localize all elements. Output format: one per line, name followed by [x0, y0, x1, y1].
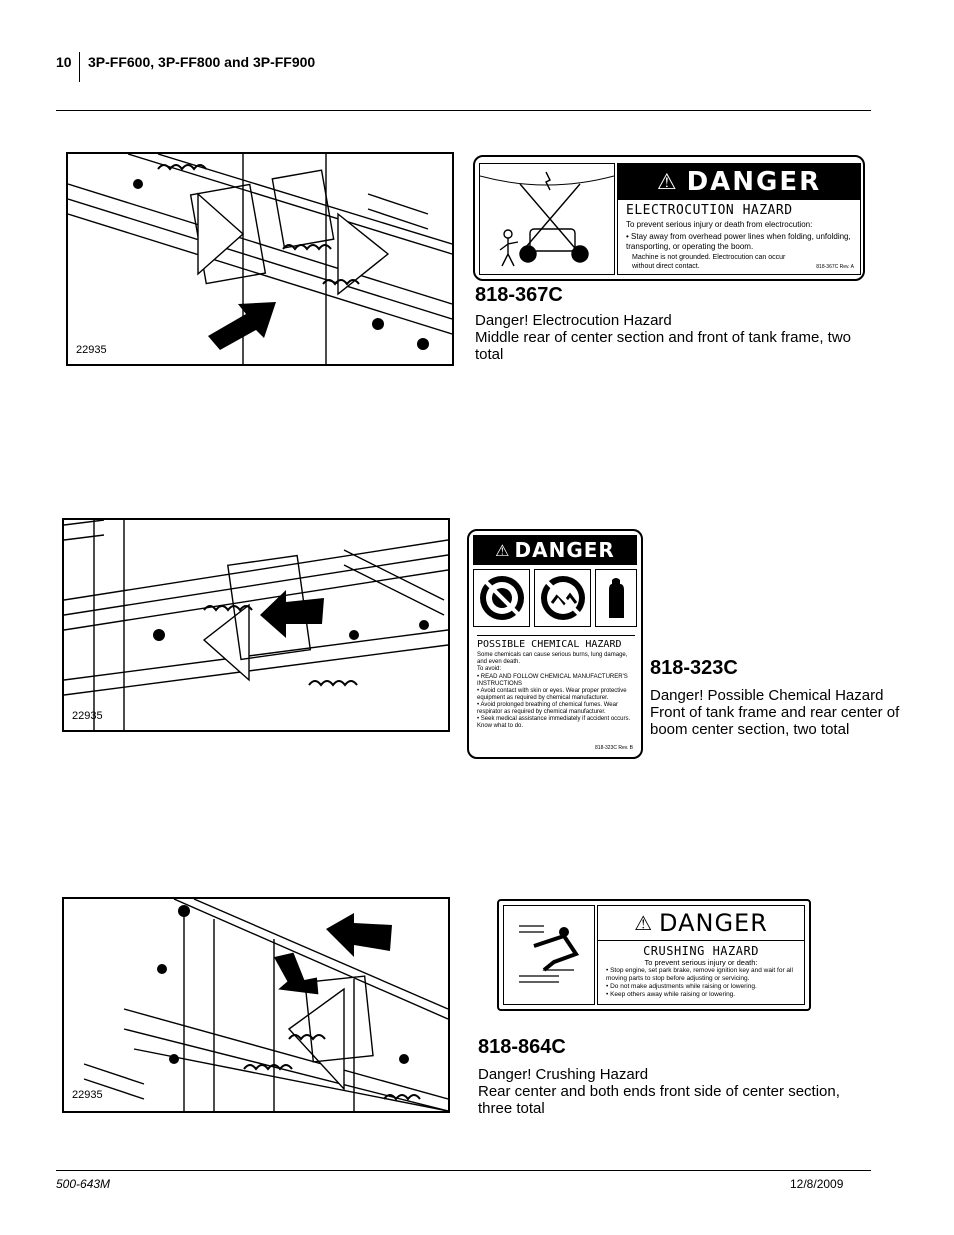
decal-bullets: • READ AND FOLLOW CHEMICAL MANUFACTURER'… [477, 674, 631, 729]
glove-icon [595, 569, 637, 627]
pointer-arrow-icon [326, 913, 392, 957]
no-contact-icon [473, 569, 530, 627]
decal-code: 818-367C Rev. A [816, 264, 854, 270]
revision-date: 12/8/2009 [790, 1177, 844, 1191]
decal-bullet: • Stay away from overhead power lines wh… [626, 232, 851, 251]
crushing-pictogram [503, 905, 595, 1005]
decal-intro: To prevent serious injury or death from … [626, 220, 813, 229]
hazard-title: POSSIBLE CHEMICAL HAZARD [477, 635, 635, 650]
part-description: Danger! Crushing Hazard Rear center and … [478, 1066, 840, 1117]
decal-intro: Some chemicals can cause serious burns, … [477, 652, 628, 665]
footer-rule [56, 1170, 871, 1171]
figure-number: 22935 [72, 710, 103, 722]
part-number: 818-323C [650, 657, 738, 679]
part-description: Danger! Electrocution Hazard Middle rear… [475, 312, 852, 363]
part-number: 818-367C [475, 284, 563, 306]
hazard-title: ELECTROCUTION HAZARD [626, 203, 793, 218]
warning-triangle-icon: ⚠ [656, 169, 679, 195]
decal-intro: To prevent serious injury or death: [644, 958, 758, 967]
header-divider [79, 52, 80, 82]
pointer-arrow-icon [208, 302, 276, 350]
danger-banner: ⚠ DANGER [598, 906, 804, 941]
warning-triangle-icon: ⚠ [495, 540, 511, 560]
figure-number: 22935 [76, 344, 107, 356]
danger-banner: ⚠ DANGER [618, 164, 860, 200]
hazard-title: CRUSHING HAZARD [643, 944, 759, 958]
decal-note: Machine is not grounded. Electrocution c… [632, 254, 786, 270]
no-inhale-icon [534, 569, 591, 627]
part-description: Danger! Possible Chemical Hazard Front o… [650, 687, 900, 738]
decal-bullets: • Stop engine, set park brake, remove ig… [606, 967, 793, 998]
part-number: 818-864C [478, 1036, 566, 1058]
machine-photo-1: 22935 [66, 152, 454, 366]
decal-818-323c: ⚠ DANGER POSSIBLE CHEMICAL HAZARD Some c… [467, 529, 643, 759]
machine-photo-2: 22935 [62, 518, 450, 732]
electrocution-pictogram [479, 163, 615, 275]
pointer-arrow-icon [273, 952, 319, 995]
warning-triangle-icon: ⚠ [634, 911, 654, 935]
decal-818-864c: ⚠ DANGER CRUSHING HAZARD To prevent seri… [497, 899, 811, 1011]
decal-code: 818-323C Rev. B [595, 745, 633, 751]
figure-number: 22935 [72, 1089, 103, 1101]
decal-to-avoid: To avoid: [477, 666, 502, 672]
header-rule [56, 110, 871, 111]
pointer-arrow-icon [260, 590, 324, 638]
page-number: 10 [56, 54, 72, 70]
decal-818-367c: ⚠ DANGER ELECTROCUTION HAZARD To prevent… [473, 155, 865, 281]
machine-photo-3: 22935 [62, 897, 450, 1113]
document-number: 500-643M [56, 1177, 111, 1191]
manual-title: 3P-FF600, 3P-FF800 and 3P-FF900 [88, 54, 316, 70]
danger-banner: ⚠ DANGER [473, 535, 637, 565]
